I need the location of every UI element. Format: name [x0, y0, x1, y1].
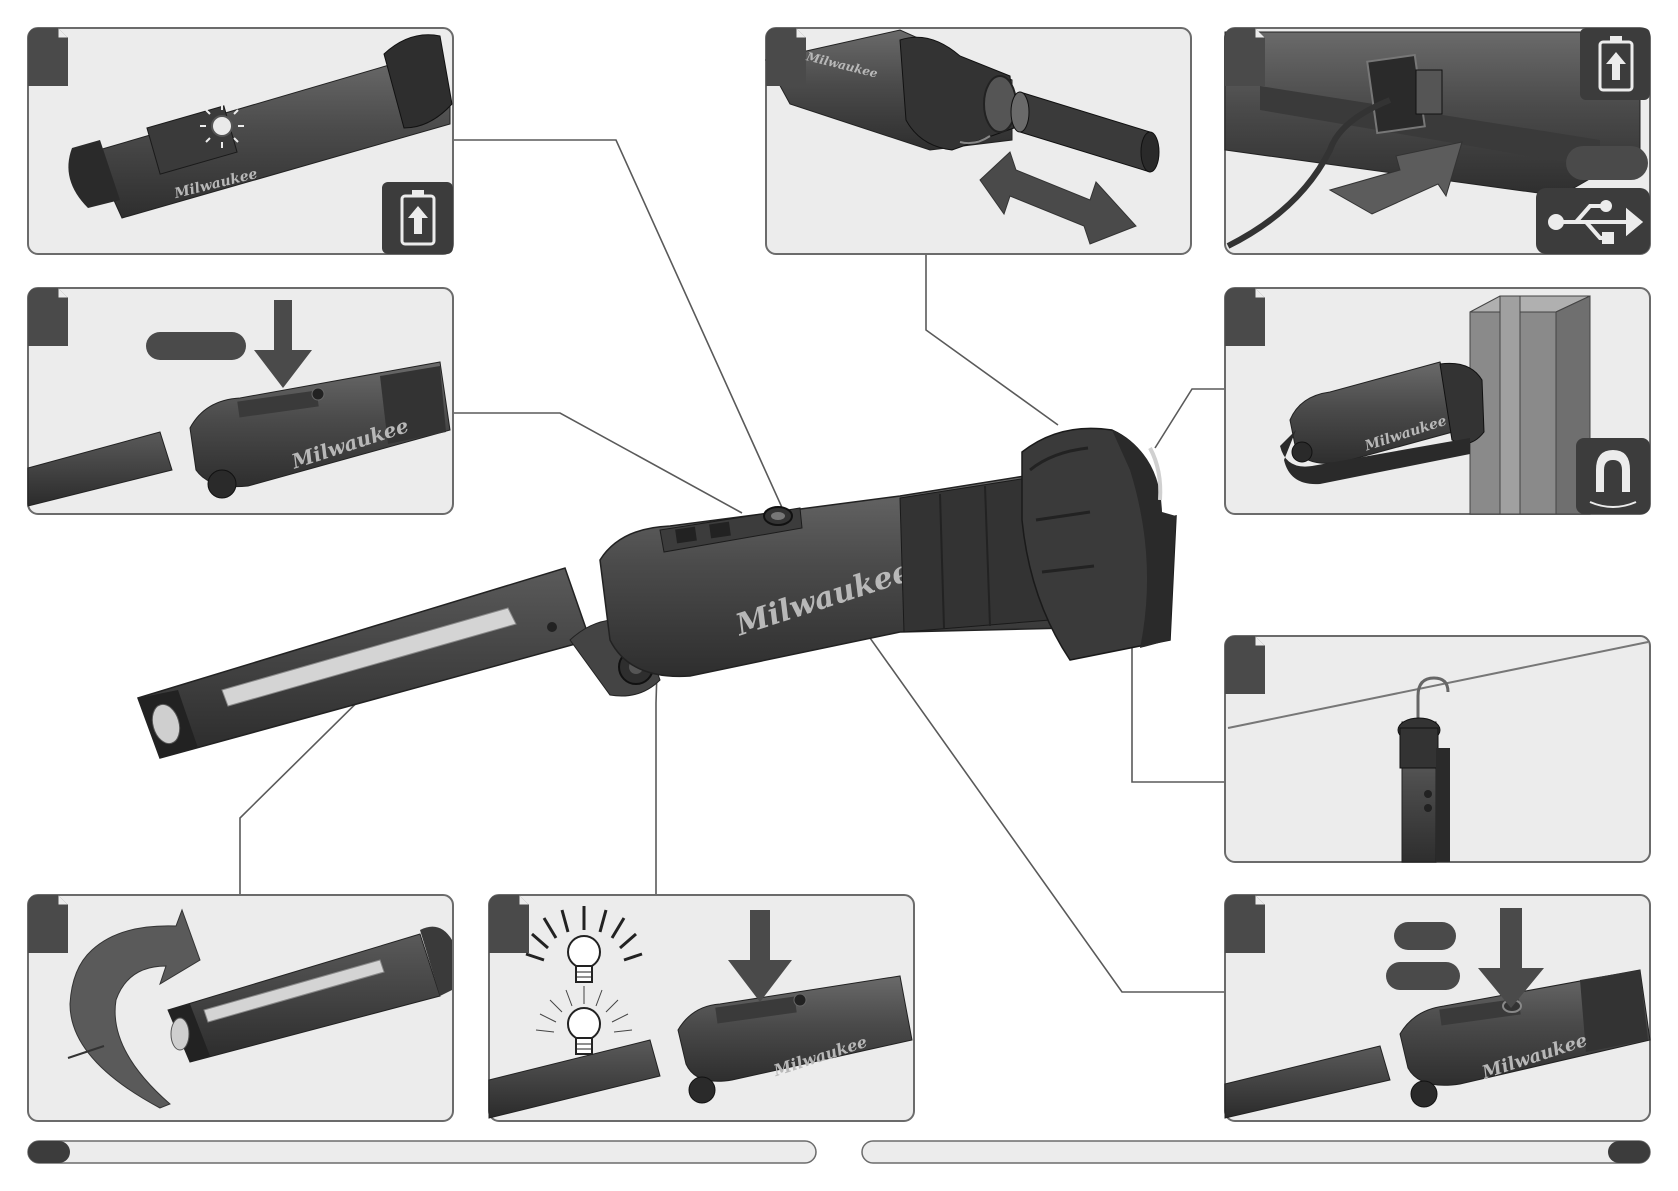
page-number-badge	[1608, 1141, 1650, 1163]
panel-battery-swap: Milwaukee	[766, 28, 1191, 254]
panel-magnet-mount: Milwaukee	[1225, 288, 1650, 514]
charge-led-icon	[212, 116, 232, 136]
footer-bar-left	[28, 1141, 816, 1163]
panel-brightness-modes: Milwaukee	[489, 895, 914, 1121]
leader-line-magnet	[1155, 389, 1225, 448]
panel-charge-indicator: Milwaukee	[28, 28, 453, 254]
pill-label	[1394, 922, 1456, 950]
leader-line-battery	[926, 253, 1058, 425]
pill-label	[146, 332, 246, 360]
panel-hook-hang	[1225, 636, 1650, 862]
pill-label	[1386, 962, 1460, 990]
panel-mode-button: Milwaukee	[1225, 895, 1650, 1121]
footer-bar-right	[862, 1141, 1650, 1163]
page-number-badge	[28, 1141, 70, 1163]
panel-power-button: Milwaukee	[28, 288, 453, 514]
leader-line-power	[452, 413, 742, 513]
pill-label	[1566, 146, 1648, 180]
panel-head-rotation	[28, 895, 453, 1121]
leader-line-charge	[452, 140, 784, 512]
panel-usb-charging	[1225, 28, 1650, 254]
